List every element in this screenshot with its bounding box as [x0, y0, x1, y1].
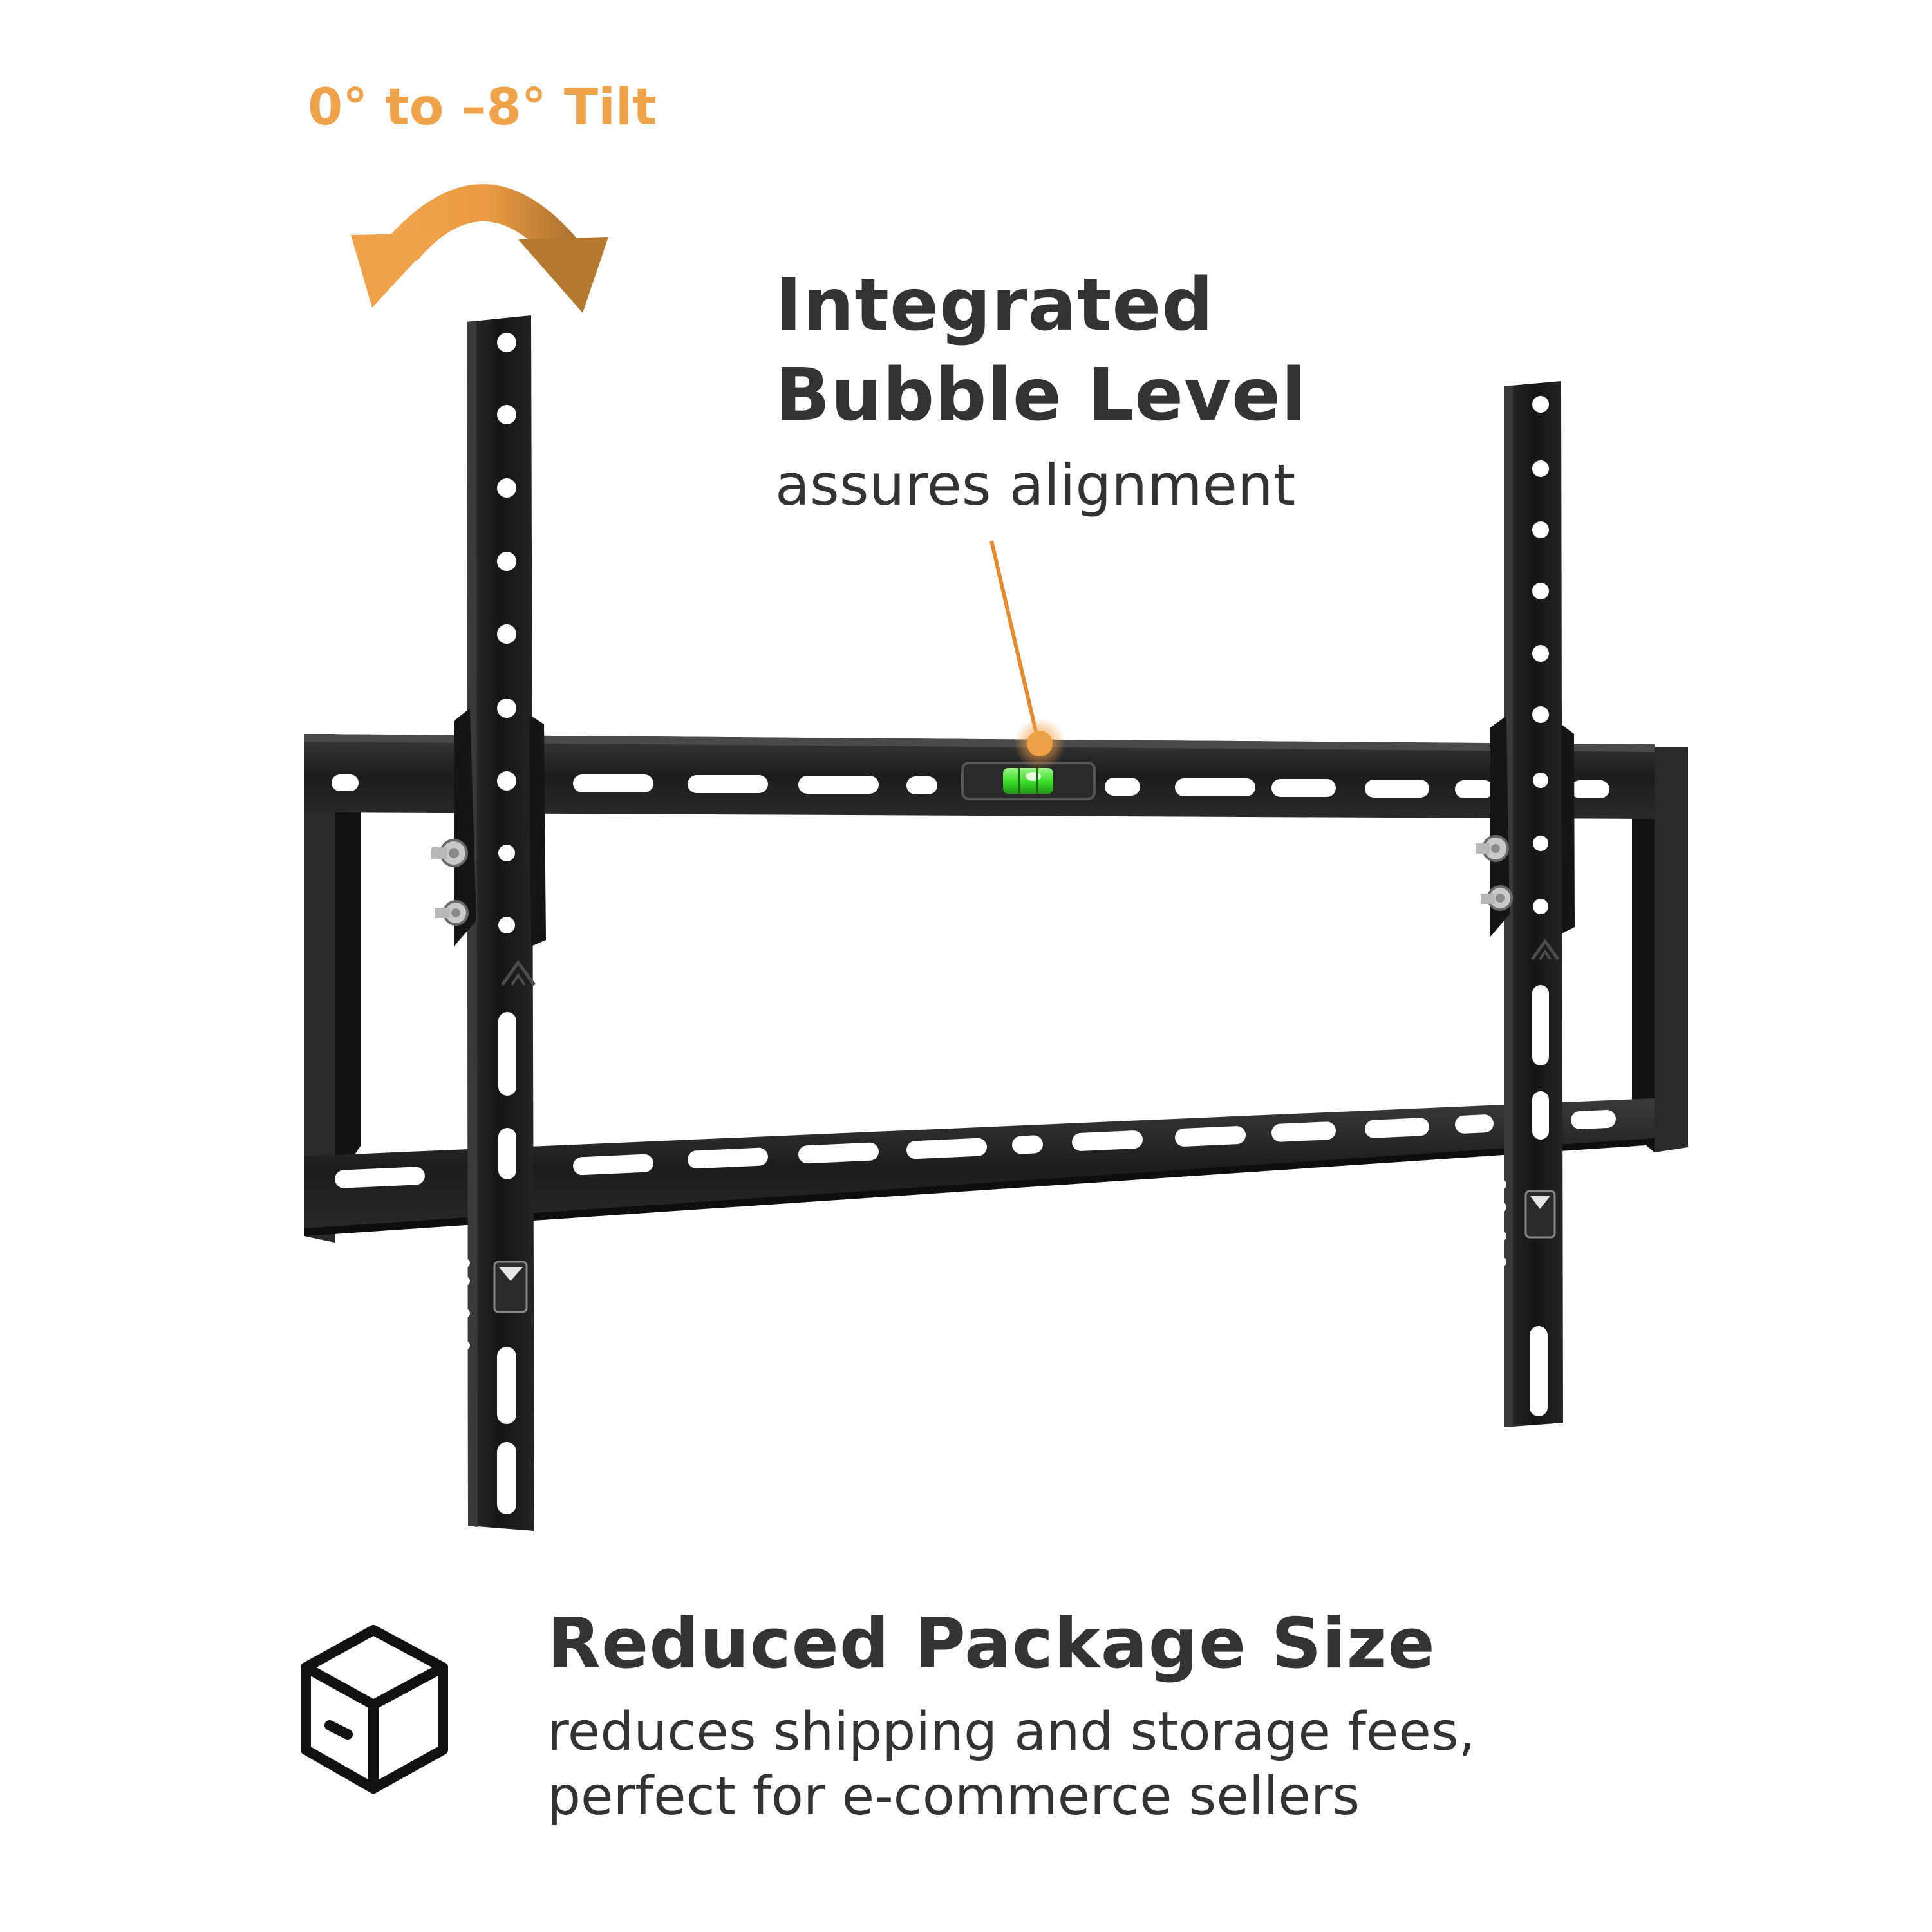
package-size-subtitle-line2: perfect for e-commerce sellers	[547, 1766, 1360, 1827]
wall-frame	[304, 734, 1688, 1243]
bubble-level-subtitle: assures alignment	[775, 452, 1296, 518]
bubble-level	[961, 762, 1096, 800]
box-icon	[301, 1625, 448, 1794]
right-tv-bracket	[1476, 381, 1575, 1427]
tilt-range-label: 0° to –8° Tilt	[308, 79, 657, 136]
package-size-subtitle-line1: reduces shipping and storage fees,	[547, 1702, 1476, 1763]
left-tv-bracket	[431, 315, 546, 1531]
tilt-arrow-icon	[351, 184, 608, 313]
package-size-title: Reduced Package Size	[547, 1604, 1436, 1684]
bolt-icon	[431, 839, 469, 926]
bubble-level-callout	[989, 540, 1065, 769]
bubble-level-title-line2: Bubble Level	[775, 353, 1307, 437]
bolt-icon	[1476, 835, 1513, 911]
bubble-level-title-line1: Integrated	[775, 263, 1214, 347]
